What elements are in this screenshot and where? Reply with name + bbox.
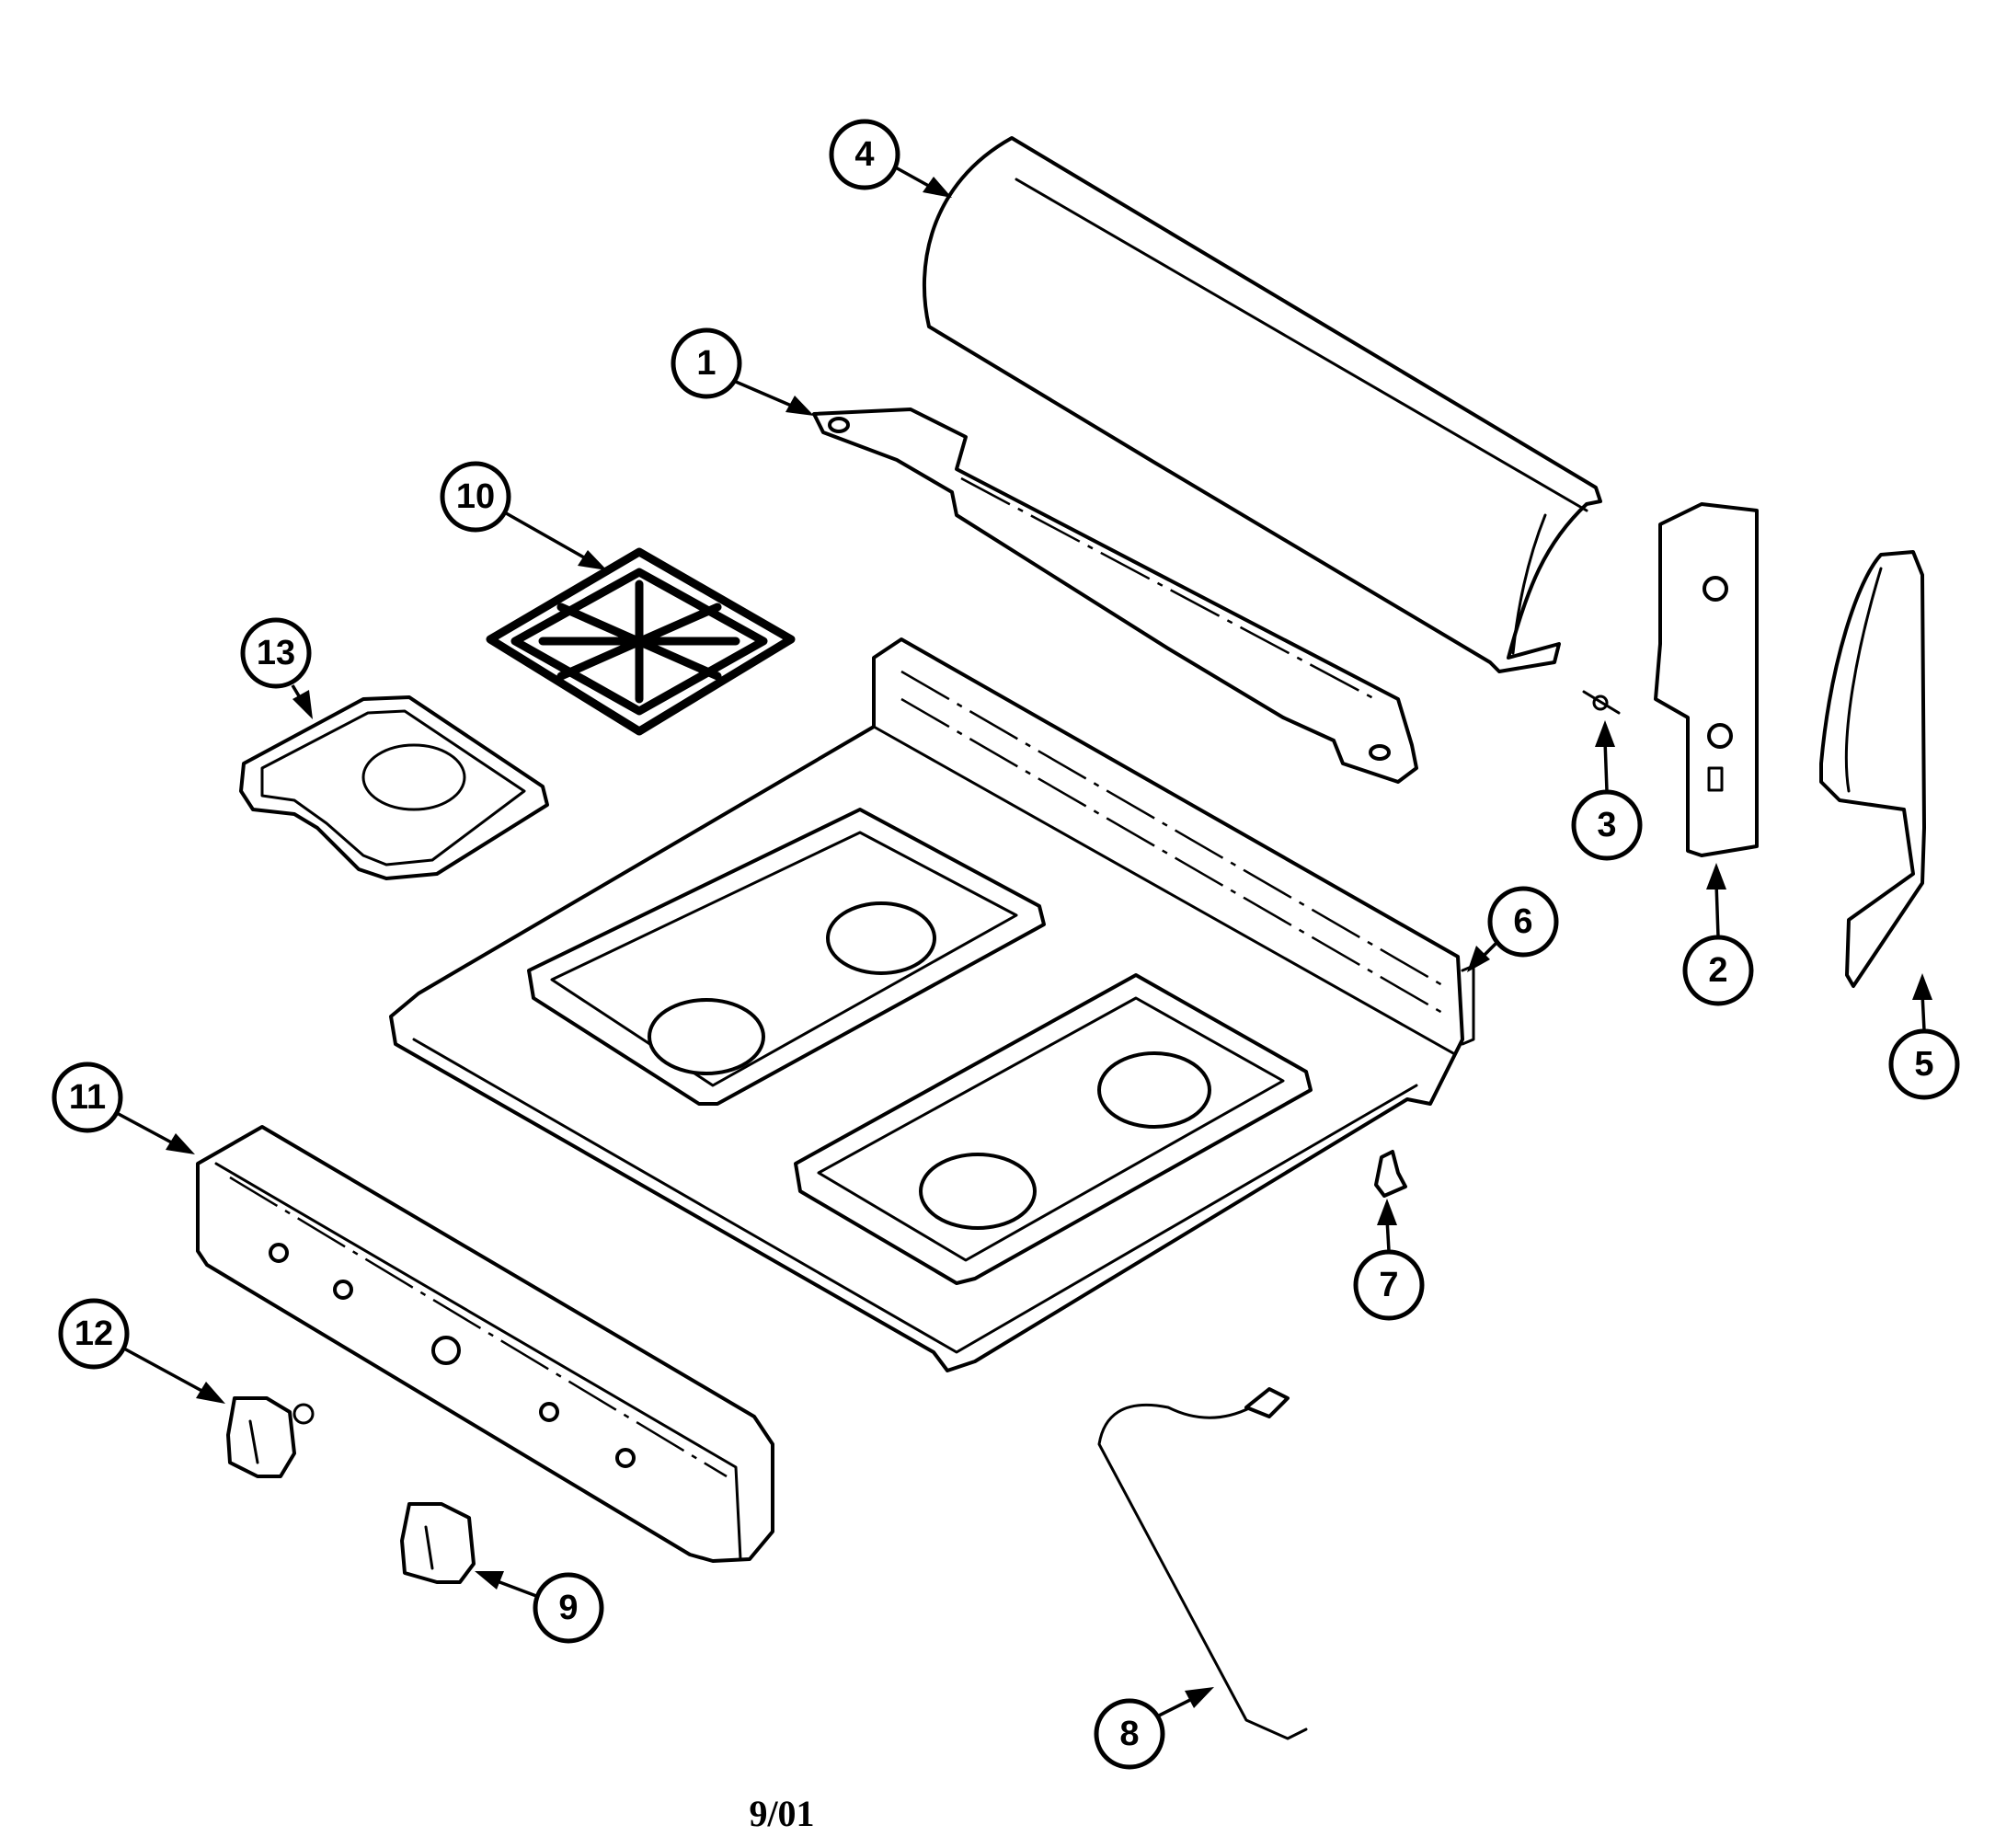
part-1-rear-bracket: [812, 407, 1418, 784]
callout-label-10: 10: [456, 477, 495, 516]
callout-8: 8: [1094, 1687, 1214, 1770]
callout-3: 3: [1571, 720, 1643, 861]
callout-label-9: 9: [558, 1589, 578, 1627]
callout-label-6: 6: [1513, 902, 1532, 941]
part-13-burner-bowl: [239, 695, 549, 880]
callout-label-4: 4: [854, 135, 874, 174]
part-9-knob: [400, 1502, 476, 1584]
callout-9: 9: [475, 1571, 604, 1644]
cooktop-main: [389, 637, 1464, 1372]
part-8-wire: [1097, 1387, 1308, 1740]
part-11-control-panel: [196, 1125, 774, 1563]
callout-13: 13: [240, 617, 313, 719]
part-3-screw: [1582, 690, 1621, 715]
callout-label-5: 5: [1914, 1045, 1933, 1084]
callout-label-7: 7: [1379, 1266, 1398, 1304]
callout-label-8: 8: [1119, 1715, 1139, 1753]
callout-label-13: 13: [257, 634, 295, 672]
callout-2: 2: [1682, 863, 1754, 1006]
callout-5: 5: [1888, 973, 1960, 1100]
part-10-burner-grate: [486, 547, 796, 736]
callout-label-12: 12: [75, 1314, 113, 1353]
callout-label-2: 2: [1708, 951, 1727, 990]
callout-label-11: 11: [69, 1078, 106, 1117]
callout-label-3: 3: [1597, 806, 1616, 844]
callout-10: 10: [440, 461, 607, 570]
part-4-top-trim: [922, 136, 1602, 673]
footer-date: 9/01: [749, 1793, 814, 1834]
callout-label-1: 1: [696, 344, 716, 383]
part-7-plug: [1374, 1150, 1407, 1198]
callout-11: 11: [52, 1062, 195, 1154]
part-2-side-bracket: [1654, 502, 1759, 857]
callout-4: 4: [829, 119, 952, 198]
callout-12: 12: [58, 1298, 225, 1404]
part-12-knob: [226, 1396, 315, 1478]
callout-1: 1: [671, 327, 814, 416]
part-5-side-trim: [1819, 550, 1926, 988]
callout-7: 7: [1353, 1199, 1425, 1321]
part-6-clip: [1461, 964, 1475, 1046]
callout-6: 6: [1467, 886, 1559, 972]
